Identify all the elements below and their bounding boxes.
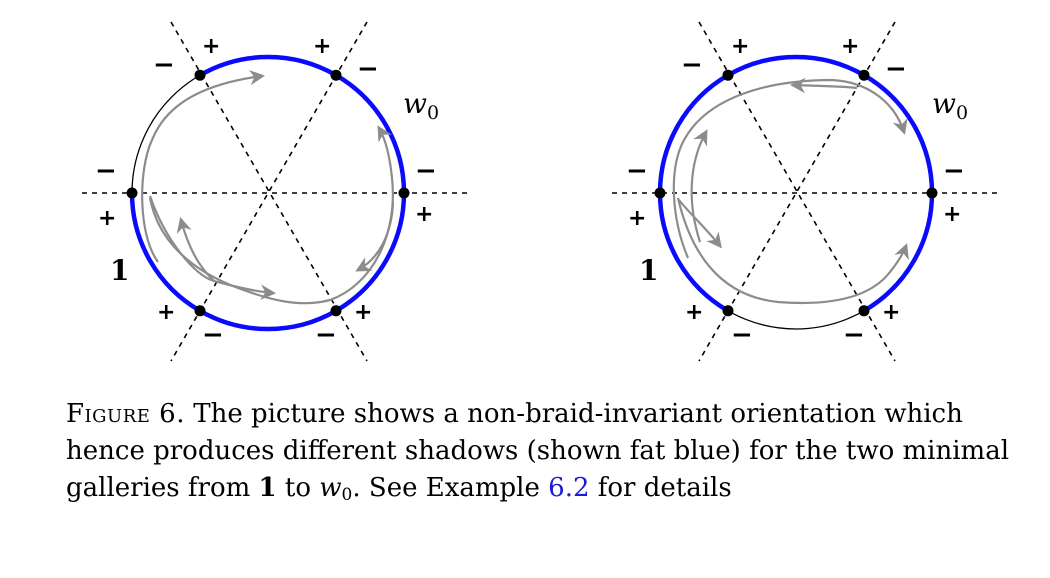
right-walls [612,21,998,362]
right-sign: + [628,206,646,231]
caption-figure-number: Figure 6. [66,399,185,429]
left-sign: − [357,54,379,84]
right-gallery-paths [672,77,909,305]
right-gallery-path-inner [690,129,708,243]
left-gallery-path-inner-left [148,195,277,300]
left-gallery-path-inner-right [355,201,395,272]
right-gallery-path-bottom [676,197,909,305]
left-vertex [126,187,138,199]
caption-bold-one: 1 [258,473,277,503]
caption-w-main: w [319,473,342,503]
left-vertex [330,69,342,81]
right-sign: + [685,300,703,325]
right-sign: − [626,156,648,186]
left-shadow-arc-right-lower [334,192,407,313]
right-label-w0-main: w [932,87,956,120]
right-sign: + [841,34,859,59]
right-vertex [722,305,734,317]
left-sign: − [315,320,337,350]
left-label-w0: w0 [403,87,439,124]
right-gallery-path-top [789,77,858,94]
left-sign: − [202,320,224,350]
left-sign: − [153,50,175,80]
left-sign: + [202,34,220,59]
left-sign: − [415,156,437,186]
left-diagram: + + − − − + − + + − + − 1 w0 [82,21,468,362]
right-shadow-arcs [657,54,935,313]
left-gallery-path-lower [148,125,394,305]
left-label-one: 1 [110,254,129,287]
right-vertex [858,305,870,317]
caption-text-part2: to [276,473,320,503]
left-vertex [398,187,410,199]
right-vertex [654,187,666,199]
left-gallery-path-inner-left-2 [176,217,215,282]
right-gallery-path-small [678,199,722,249]
left-walls [82,21,468,362]
caption-w-sub: 0 [341,485,353,505]
figure-caption: Figure 6. The picture shows a non-braid-… [66,396,1028,514]
right-vertex [722,69,734,81]
right-sign: − [885,54,907,84]
right-sign: − [943,156,965,186]
right-vertex [858,69,870,81]
left-vertices [126,69,410,317]
caption-example-link[interactable]: 6.2 [548,473,590,503]
left-gallery-path-upper [141,70,266,263]
left-sign: + [354,300,372,325]
left-wall-signs: + + − − − + − + + − + − [95,34,437,350]
right-sign: − [843,320,865,350]
right-sign: + [731,34,749,59]
right-wall-signs: + + − − − + − + + − + − [626,34,965,350]
right-diagram: + + − − − + − + + − + − 1 w0 [612,21,998,362]
caption-text-part3: . See Example [352,473,549,503]
left-sign: − [95,156,117,186]
left-sign: + [313,34,331,59]
left-vertex [194,69,206,81]
right-sign: + [943,202,961,227]
caption-text-part4: for details [589,473,732,503]
left-sign: + [157,300,175,325]
right-label-w0: w0 [932,87,968,124]
right-vertex [926,187,938,199]
caption-text-part1: The picture shows a non-braid-invariant … [66,399,1010,503]
right-sign: − [731,320,753,350]
left-sign: + [98,206,116,231]
right-vertices [654,69,938,317]
left-label-w0-main: w [403,87,427,120]
left-vertex [330,305,342,317]
right-sign: + [882,300,900,325]
left-label-w0-sub: 0 [427,102,439,124]
right-sign: − [681,50,703,80]
left-gallery-paths [141,70,395,305]
right-label-one: 1 [639,254,658,287]
left-sign: + [415,202,433,227]
left-vertex [194,305,206,317]
figure-illustration: + + − − − + − + + − + − 1 w0 [82,21,998,362]
right-gallery-path-outer [672,78,908,259]
right-label-w0-sub: 0 [956,102,968,124]
right-shadow-arc-left [657,54,866,313]
